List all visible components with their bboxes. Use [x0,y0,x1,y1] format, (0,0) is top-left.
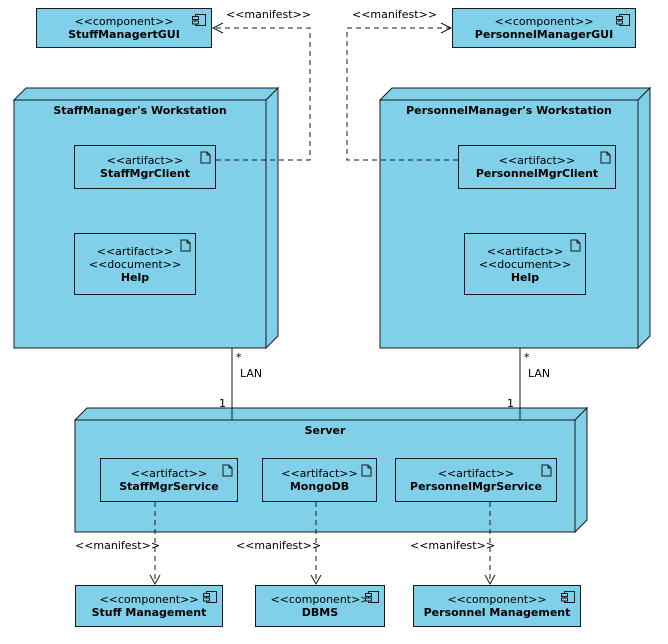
manifest-label-bottom-left: <<manifest>> [75,539,161,552]
artifact-stereotype: <<artifact>> [281,467,358,480]
manifest-connector-staff-gui[interactable] [211,22,311,161]
multiplicity-many-right: * [524,351,530,364]
staff-workstation-title: StaffManager's Workstation [53,104,227,117]
component-icon [191,12,207,31]
artifact-name: StaffMgrClient [100,167,190,180]
artifact-icon [180,237,191,256]
artifact-staffmgrclient[interactable]: <<artifact>> StaffMgrClient [74,145,216,189]
artifact-personnelmgrclient[interactable]: <<artifact>> PersonnelMgrClient [458,145,616,189]
artifact-name: Help [510,270,540,284]
artifact-name: PersonnelMgrService [410,480,542,493]
component-icon [364,589,380,608]
server-title: Server [304,424,346,437]
personnel-workstation-title: PersonnelManager's Workstation [406,104,612,117]
artifact-mongodb[interactable]: <<artifact>> MongoDB [262,458,377,502]
component-stuff-management[interactable]: <<component>> Stuff Management [75,585,223,627]
component-personnelmanagergui[interactable]: <<component>> PersonnelManagerGUI [452,8,636,48]
artifact-icon [541,462,552,481]
multiplicity-one-left: 1 [219,397,226,410]
artifact-name: StaffMgrService [119,480,219,493]
artifact-stereotype: <<artifact>> [130,467,208,480]
component-stereotype: <<component>> [99,593,199,606]
manifest-label-bottom-center: <<manifest>> [236,539,322,552]
staff-workstation-node-shape[interactable] [12,86,280,350]
component-stereotype: <<component>> [494,15,594,28]
manifest-connector-stuff-mgmt[interactable] [149,502,161,586]
artifact-stereotype: <<artifact>> [486,244,564,258]
component-name: Stuff Management [91,606,207,619]
manifest-label-top-left: <<manifest>> [226,8,312,21]
manifest-connector-personnel-mgmt[interactable] [484,502,496,586]
component-name: PersonnelManagerGUI [474,28,614,41]
artifact-personnel-help[interactable]: <<artifact>> <<document>> Help [464,233,586,295]
personnel-workstation-node-shape[interactable] [378,86,652,350]
multiplicity-one-right: 1 [507,397,514,410]
component-name: DBMS [301,606,339,619]
lan-label-right: LAN [528,367,551,380]
artifact-stereotype: <<artifact>> [437,467,515,480]
component-icon [560,589,576,608]
artifact-stereotype2: <<document>> [88,257,182,271]
component-stereotype: <<component>> [270,593,370,606]
component-dbms[interactable]: <<component>> DBMS [255,585,385,627]
component-stereotype: <<component>> [447,593,547,606]
artifact-name: MongoDB [289,480,350,493]
artifact-stereotype2: <<document>> [478,257,572,271]
component-name: Personnel Management [423,606,571,619]
component-stuffmanagertgui[interactable]: <<component>> StuffManagertGUI [36,8,212,48]
component-personnel-management[interactable]: <<component>> Personnel Management [413,585,581,627]
artifact-staffmgrservice[interactable]: <<artifact>> StaffMgrService [100,458,238,502]
artifact-name: PersonnelMgrClient [475,167,599,180]
lan-label-left: LAN [240,367,263,380]
artifact-personnelmgrservice[interactable]: <<artifact>> PersonnelMgrService [395,458,557,502]
component-icon [202,589,218,608]
multiplicity-many-left: * [236,351,242,364]
manifest-label-bottom-right: <<manifest>> [410,539,496,552]
artifact-icon [570,237,581,256]
manifest-connector-personnel-gui[interactable] [346,22,458,161]
component-name: StuffManagertGUI [68,28,180,41]
component-icon [615,12,631,31]
manifest-label-top-right: <<manifest>> [352,8,438,21]
artifact-stereotype: <<artifact>> [498,154,576,167]
artifact-icon [222,462,233,481]
artifact-icon [200,149,211,168]
artifact-icon [361,462,372,481]
artifact-stereotype: <<artifact>> [96,244,174,258]
artifact-name: Help [120,270,150,284]
artifact-staff-help[interactable]: <<artifact>> <<document>> Help [74,233,196,295]
manifest-connector-dbms[interactable] [310,502,322,586]
artifact-stereotype: <<artifact>> [106,154,184,167]
component-stereotype: <<component>> [74,15,174,28]
artifact-icon [600,149,611,168]
